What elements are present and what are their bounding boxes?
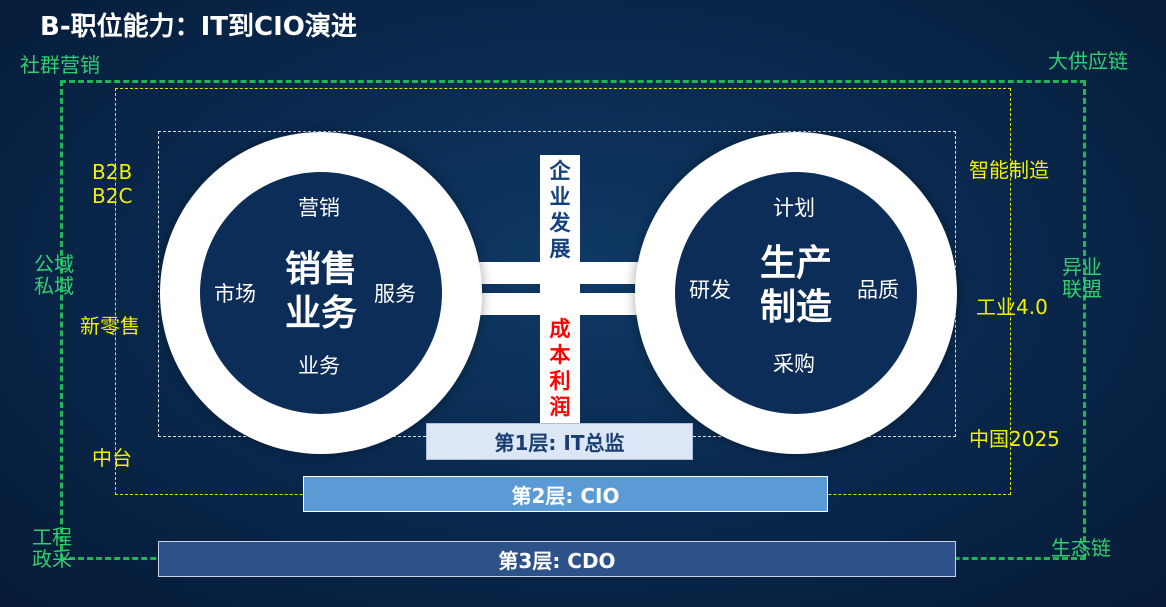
item-marketing: 营销 bbox=[298, 196, 340, 220]
label-smart-manufacturing: 智能制造 bbox=[969, 158, 1049, 182]
label-b2b-b2c: B2B B2C bbox=[92, 160, 132, 208]
label-china-2025: 中国2025 bbox=[969, 427, 1060, 451]
production-manufacturing-circle: 计划 研发 品质 采购 生产 制造 bbox=[635, 132, 957, 454]
label-cross-industry: 异业 bbox=[1062, 255, 1102, 279]
label-b2b: B2B bbox=[92, 160, 133, 184]
item-planning: 计划 bbox=[773, 196, 815, 220]
label-b2c: B2C bbox=[92, 184, 133, 208]
label-ecosystem-chain: 生态链 bbox=[1051, 536, 1111, 560]
label-public-domain: 公域 bbox=[34, 252, 74, 276]
char: 发 bbox=[549, 211, 571, 235]
center-vertical-bar bbox=[540, 155, 580, 423]
label-private-domain: 私域 bbox=[34, 274, 74, 298]
label-alliance: 联盟 bbox=[1062, 277, 1102, 301]
char: 业 bbox=[549, 185, 571, 209]
label-gov-procurement: 政采 bbox=[32, 547, 72, 571]
title-line: 制造 bbox=[759, 287, 832, 328]
item-market: 市场 bbox=[214, 282, 256, 306]
text-cost-profit: 成 本 利 润 bbox=[540, 316, 580, 420]
item-quality: 品质 bbox=[857, 278, 899, 302]
sales-business-circle: 营销 市场 服务 业务 销售 业务 bbox=[160, 132, 482, 454]
item-purchasing: 采购 bbox=[773, 352, 815, 376]
label-cross-industry-alliance: 异业 联盟 bbox=[1062, 256, 1102, 300]
title-line: 生产 bbox=[759, 243, 832, 284]
layer-3-cdo: 第3层: CDO bbox=[158, 541, 956, 577]
title-line: 销售 bbox=[284, 249, 357, 290]
item-business: 业务 bbox=[298, 354, 340, 378]
sales-business-title: 销售 业务 bbox=[266, 248, 376, 336]
text-enterprise-development: 企 业 发 展 bbox=[540, 158, 580, 262]
label-industry-4: 工业4.0 bbox=[976, 295, 1048, 319]
title-line: 业务 bbox=[284, 293, 357, 334]
production-manufacturing-core: 计划 研发 品质 采购 生产 制造 bbox=[675, 172, 917, 414]
char: 成 bbox=[549, 317, 571, 341]
layer-2-cio: 第2层: CIO bbox=[303, 476, 828, 512]
char: 企 bbox=[549, 159, 571, 183]
label-supply-chain: 大供应链 bbox=[1048, 49, 1128, 73]
layer-1-it-director: 第1层: IT总监 bbox=[426, 423, 693, 460]
char: 润 bbox=[549, 395, 571, 419]
page-title: B-职位能力：IT到CIO演进 bbox=[40, 12, 357, 42]
char: 本 bbox=[549, 343, 571, 367]
label-community-marketing: 社群营销 bbox=[20, 53, 100, 77]
char: 利 bbox=[549, 369, 571, 393]
char: 展 bbox=[549, 237, 571, 261]
item-service: 服务 bbox=[374, 282, 416, 306]
item-rnd: 研发 bbox=[689, 278, 731, 302]
label-middle-platform: 中台 bbox=[92, 446, 132, 470]
label-engineering-procurement: 工程 政采 bbox=[32, 526, 72, 570]
label-engineering: 工程 bbox=[32, 525, 72, 549]
sales-business-core: 营销 市场 服务 业务 销售 业务 bbox=[200, 172, 442, 414]
label-public-private-domain: 公域 私域 bbox=[34, 253, 74, 297]
label-new-retail: 新零售 bbox=[80, 314, 140, 338]
production-manufacturing-title: 生产 制造 bbox=[741, 242, 851, 330]
